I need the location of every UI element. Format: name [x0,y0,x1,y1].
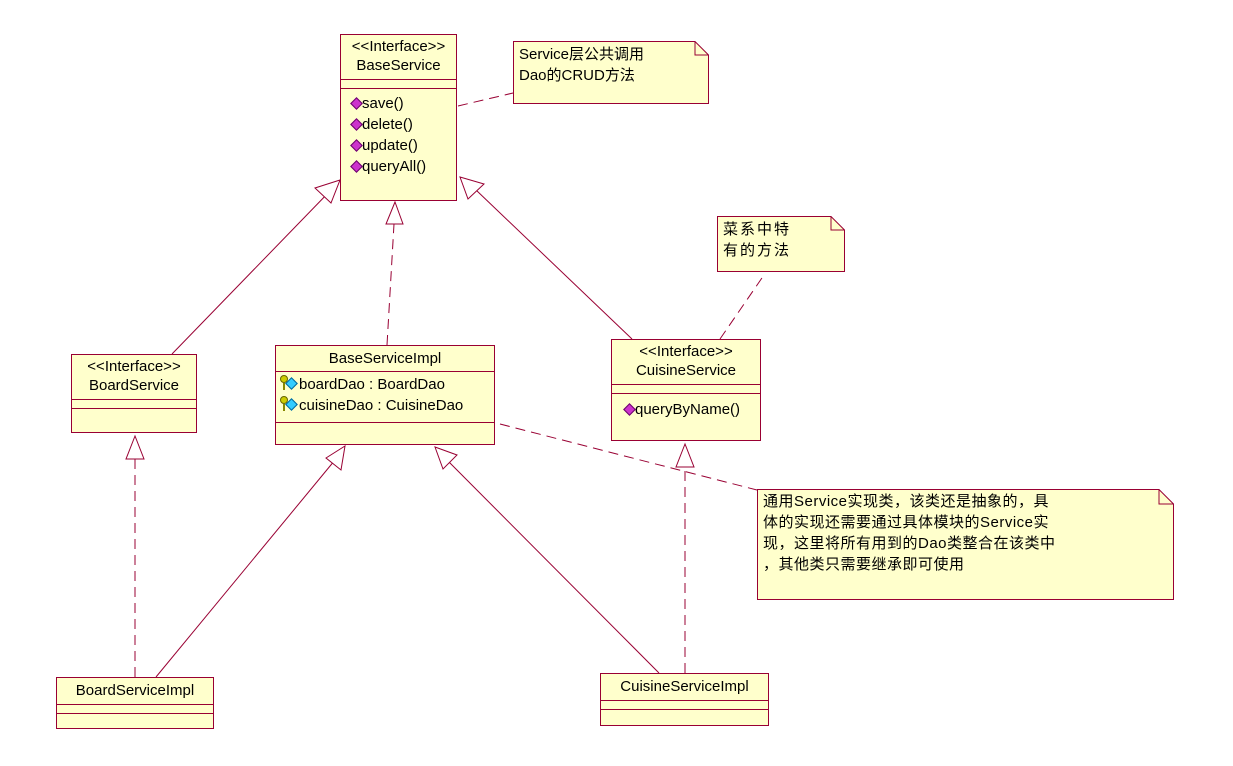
class-name: CuisineServiceImpl [620,678,749,695]
note-base-service-impl[interactable]: 通用Service实现类，该类还是抽象的，具 体的实现还需要通过具体模块的Ser… [757,489,1174,600]
note-shape [717,216,845,272]
note-anchor-baseservice [457,92,514,107]
method-row[interactable]: queryAll() [351,156,456,177]
class-base-service[interactable]: <<Interface>> BaseService save() delete(… [340,34,457,201]
attribute-key-icon [279,396,299,412]
method-icon [351,97,361,109]
generalization-cuisineserviceimpl-baseserviceimpl [446,459,660,674]
class-header: BaseServiceImpl [276,346,494,372]
method-row[interactable]: save() [351,93,456,114]
class-board-service-impl[interactable]: BoardServiceImpl [56,677,214,729]
class-name: BoardService [88,377,180,394]
methods-section: save() delete() update() queryAll() [341,89,456,179]
realization-baseserviceimpl-baseservice [386,223,395,346]
note-shape [757,489,1174,600]
attributes-section [341,80,456,89]
arrowhead-cuisineserviceimpl-baseserviceimpl [434,446,458,470]
generalization-cuisineservice-baseservice [475,189,633,340]
note-shape [513,41,709,104]
arrowhead-boardserviceimpl-baseserviceimpl [325,444,346,471]
class-header: CuisineServiceImpl [601,674,768,701]
method-row[interactable]: update() [351,135,456,156]
stereotype-label: <<Interface>> [87,358,181,375]
method-icon [624,403,634,415]
attribute-key-icon [279,375,299,391]
methods-section [72,409,196,417]
method-row[interactable]: queryByName() [624,399,760,420]
arrowhead-cuisineservice-baseservice [459,176,485,200]
method-icon [351,118,361,130]
note-text: 通用Service实现类，该类还是抽象的，具 体的实现还需要通过具体模块的Ser… [763,493,1056,573]
attribute-row[interactable]: cuisineDao : CuisineDao [279,395,494,416]
method-icon [351,139,361,151]
arrowhead-boardservice-baseservice [314,179,341,204]
class-header: BoardServiceImpl [57,678,213,705]
method-row[interactable]: delete() [351,114,456,135]
class-board-service[interactable]: <<Interface>> BoardService [71,354,197,433]
stereotype-label: <<Interface>> [639,343,733,360]
attributes-section [601,701,768,710]
note-cuisine-service[interactable]: 菜系中特 有的方法 [717,216,845,272]
attributes-section: boardDao : BoardDao cuisineDao : Cuisine… [276,372,494,423]
arrowhead-baseserviceimpl-baseservice [385,200,404,225]
class-cuisine-service-impl[interactable]: CuisineServiceImpl [600,673,769,726]
class-cuisine-service[interactable]: <<Interface>> CuisineService queryByName… [611,339,761,441]
class-name: BaseService [356,57,441,74]
attribute-row[interactable]: boardDao : BoardDao [279,374,494,395]
generalization-boardservice-baseservice [171,189,332,355]
method-icon [351,160,361,172]
note-anchor-baseserviceimpl [499,423,758,491]
arrowhead-boardserviceimpl-boardservice [125,434,145,460]
stereotype-label: <<Interface>> [351,38,446,55]
generalization-boardserviceimpl-baseserviceimpl [155,459,336,678]
class-header: <<Interface>> BaseService [341,35,456,80]
note-text: 菜系中特 有的方法 [723,221,792,259]
methods-section [276,423,494,431]
note-anchor-cuisineservice [719,274,765,340]
class-name: BaseServiceImpl [328,350,442,367]
attributes-section [72,400,196,409]
note-text: Service层公共调用 Dao的CRUD方法 [519,46,645,84]
attributes-section [57,705,213,714]
class-name: CuisineService [635,362,737,379]
attributes-section [612,385,760,394]
methods-section [57,714,213,722]
note-base-service[interactable]: Service层公共调用 Dao的CRUD方法 [513,41,709,104]
class-base-service-impl[interactable]: BaseServiceImpl boardDao : BoardDao cuis… [275,345,495,445]
arrowhead-cuisineserviceimpl-cuisineservice [675,442,695,468]
class-header: <<Interface>> BoardService [72,355,196,400]
methods-section: queryByName() [612,394,760,422]
methods-section [601,710,768,718]
class-header: <<Interface>> CuisineService [612,340,760,385]
class-name: BoardServiceImpl [75,682,195,699]
